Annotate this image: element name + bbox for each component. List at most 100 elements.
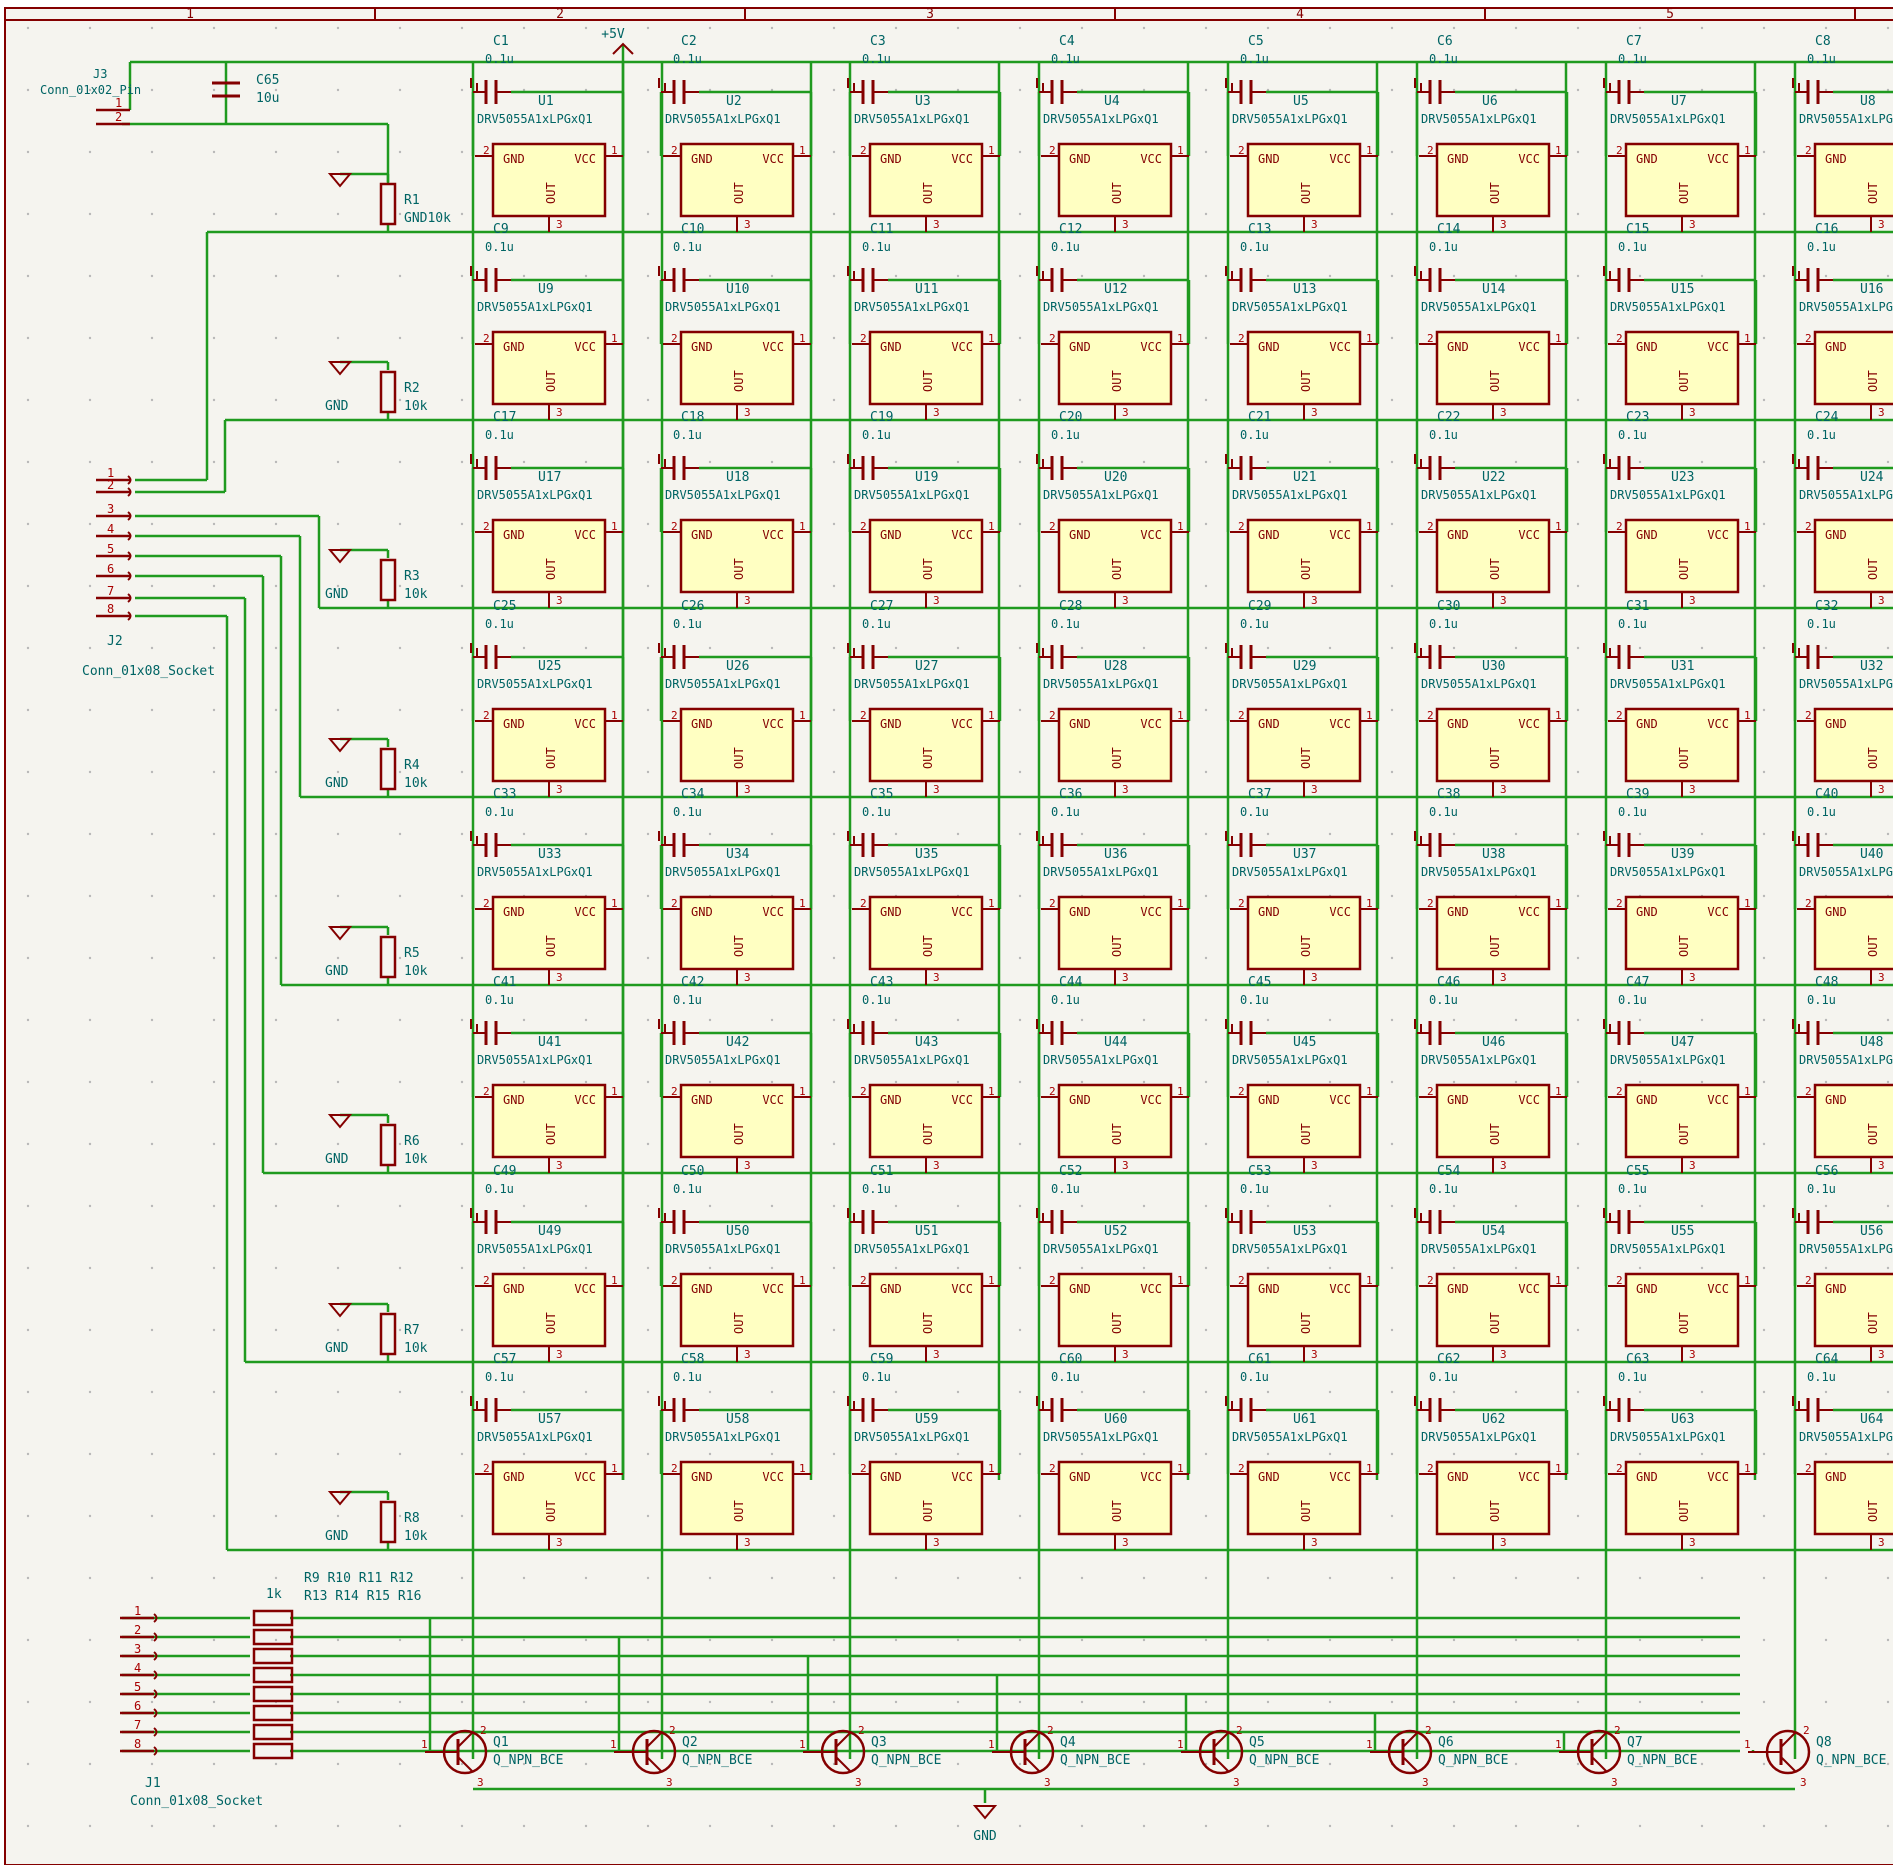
sensor-pin-out-label: OUT	[1677, 747, 1691, 769]
grid-dot	[1018, 522, 1022, 526]
grid-dot	[894, 832, 898, 836]
grid-dot	[1328, 26, 1332, 30]
hall-sensor-body	[1813, 142, 1893, 218]
npn-ref: Q3	[871, 1735, 887, 1750]
grid-dot	[584, 1638, 588, 1642]
grid-dot	[832, 1390, 836, 1394]
grid-dot	[26, 1824, 30, 1828]
sensor-pin-out-label: OUT	[1866, 1500, 1880, 1522]
grid-dot	[398, 150, 402, 154]
npn-collector	[646, 1731, 663, 1748]
sensor-pin-number: 2	[1805, 144, 1812, 157]
grid-dot	[150, 26, 154, 30]
grid-dot	[1328, 1018, 1332, 1022]
grid-dot	[522, 1080, 526, 1084]
sensor-pin-vcc-label: VCC	[762, 152, 784, 166]
sensor-pin-number: 3	[1878, 218, 1885, 231]
grid-dot	[1638, 274, 1642, 278]
grid-dot	[1390, 956, 1394, 960]
grid-dot	[274, 1328, 278, 1332]
npn-pin-number: 2	[1614, 1724, 1621, 1737]
grid-dot	[1886, 1204, 1890, 1208]
grid-dot	[336, 336, 340, 340]
grid-dot	[584, 1018, 588, 1022]
grid-dot	[1018, 1204, 1022, 1208]
sensor-pin-gnd-label: GND	[691, 717, 713, 731]
grid-dot	[150, 150, 154, 154]
grid-dot	[398, 1080, 402, 1084]
grid-dot	[1576, 460, 1580, 464]
sensor-part-number: DRV5055A1xLPGxQ1	[1421, 1242, 1537, 1256]
sensor-pin-gnd-label: GND	[1447, 528, 1469, 542]
grid-dot	[832, 1638, 836, 1642]
cap-value: 0.1u	[1807, 428, 1836, 442]
grid-dot	[212, 708, 216, 712]
grid-dot	[212, 1328, 216, 1332]
sensor-pin-number: 1	[611, 1085, 618, 1098]
grid-dot	[832, 1080, 836, 1084]
hall-sensor-body	[679, 518, 795, 594]
sensor-pin-number: 2	[1238, 1462, 1245, 1475]
grid-dot	[894, 1080, 898, 1084]
sensor-pin-number: 1	[1177, 1274, 1184, 1287]
grid-dot	[1576, 150, 1580, 154]
grid-dot	[1142, 26, 1146, 30]
grid-dot	[1514, 1824, 1518, 1828]
sensor-pin-number: 2	[483, 709, 490, 722]
grid-dot	[1886, 1452, 1890, 1456]
grid-dot	[336, 1018, 340, 1022]
grid-dot	[398, 956, 402, 960]
grid-dot	[460, 460, 464, 464]
grid-dot	[460, 832, 464, 836]
grid-dot	[398, 460, 402, 464]
j2-pin-number: 5	[107, 542, 114, 556]
grid-dot	[1018, 1266, 1022, 1270]
grid-dot	[26, 1576, 30, 1580]
grid-dot	[88, 1762, 92, 1766]
grid-dot	[150, 894, 154, 898]
sensor-pin-number: 3	[1122, 971, 1129, 984]
grid-dot	[646, 708, 650, 712]
grid-dot	[212, 1390, 216, 1394]
grid-dot	[336, 1762, 340, 1766]
cap-ref: C61	[1248, 1352, 1271, 1367]
grid-dot	[956, 1700, 960, 1704]
sensor-pin-number: 2	[1805, 709, 1812, 722]
grid-dot	[460, 522, 464, 526]
grid-dot	[336, 274, 340, 278]
hall-sensor-body	[491, 330, 607, 406]
sensor-pin-number: 1	[988, 332, 995, 345]
grid-dot	[88, 770, 92, 774]
grid-dot	[1576, 584, 1580, 588]
grid-dot	[26, 88, 30, 92]
sensor-pin-out-label: OUT	[1677, 182, 1691, 204]
grid-dot	[26, 1700, 30, 1704]
grid-dot	[646, 88, 650, 92]
grid-dot	[832, 584, 836, 588]
grid-dot	[646, 1824, 650, 1828]
sensor-pin-vcc-label: VCC	[574, 1470, 596, 1484]
grid-dot	[88, 1638, 92, 1642]
sensor-pin-out-label: OUT	[921, 1500, 935, 1522]
grid-dot	[460, 1452, 464, 1456]
sensor-ref: U9	[538, 282, 554, 297]
sensor-pin-gnd-label: GND	[1069, 717, 1091, 731]
sensor-ref: U42	[726, 1035, 749, 1050]
j2-socket	[127, 487, 132, 497]
ground-symbol	[972, 1805, 998, 1820]
sensor-pin-number: 3	[933, 1348, 940, 1361]
hall-sensor-body	[1246, 142, 1362, 218]
grid-dot	[584, 1824, 588, 1828]
npn-collector	[1591, 1731, 1608, 1748]
grid-dot	[1266, 832, 1270, 836]
row-resistor-gnd-label: GND	[325, 587, 349, 602]
grid-dot	[1762, 1018, 1766, 1022]
sensor-ref: U52	[1104, 1224, 1127, 1239]
sensor-pin-out-label: OUT	[1677, 370, 1691, 392]
grid-dot	[584, 26, 588, 30]
sensor-ref: U48	[1860, 1035, 1883, 1050]
grid-dot	[956, 1266, 960, 1270]
vcc-label: +5V	[601, 27, 625, 42]
sensor-pin-vcc-label: VCC	[1518, 1470, 1540, 1484]
grid-dot	[646, 1638, 650, 1642]
